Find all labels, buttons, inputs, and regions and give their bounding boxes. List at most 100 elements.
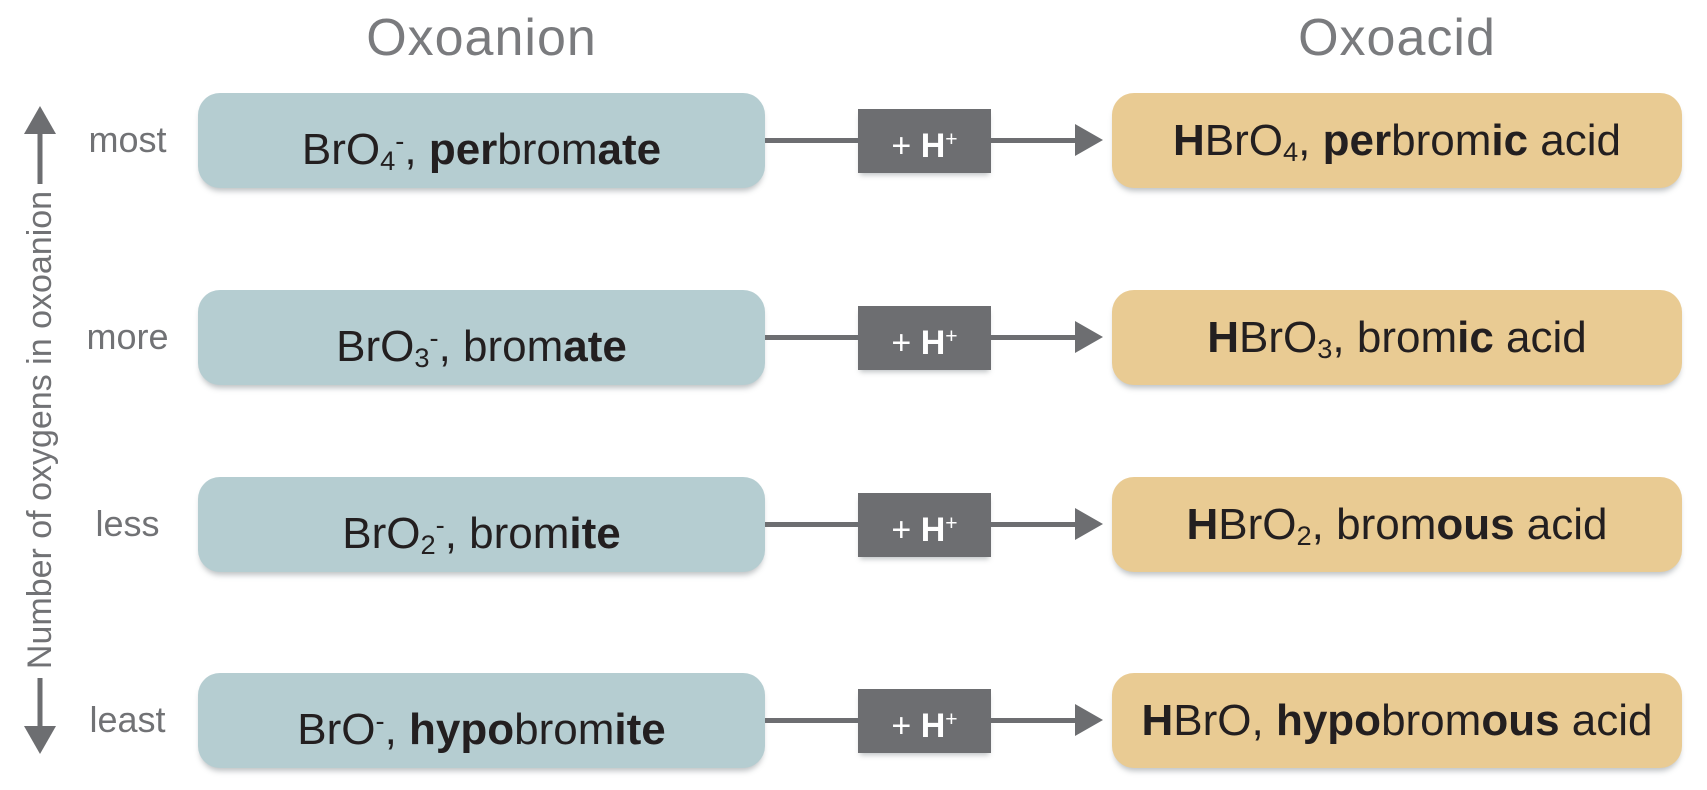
text-segment: ous xyxy=(1436,500,1515,549)
connector-line xyxy=(765,718,858,723)
text-segment: brom xyxy=(469,509,570,559)
text-segment: - xyxy=(375,705,385,736)
text-segment: , xyxy=(404,125,429,175)
diagram-row: most BrO4-, perbromate + H+ HBrO4, perbr… xyxy=(0,93,1707,188)
connector-line xyxy=(991,138,1075,143)
text-segment: ic xyxy=(1491,116,1529,165)
oxoacid-heading: Oxoacid xyxy=(1298,9,1496,67)
text-segment: per xyxy=(428,125,498,175)
oxygen-count-axis: Number of oxygens in oxoanion xyxy=(0,0,80,790)
connector-line xyxy=(991,718,1075,723)
text-segment: brom xyxy=(1336,500,1437,549)
text-segment: 3 xyxy=(1317,333,1333,364)
text-segment: brom xyxy=(1381,696,1482,745)
text-segment: , xyxy=(438,322,464,372)
text-segment: ic xyxy=(1457,313,1494,362)
text-segment: acid xyxy=(1528,116,1622,165)
text-segment: + xyxy=(945,325,958,348)
plus-h-box: + H+ xyxy=(858,689,991,753)
oxoanion-box: BrO3-, bromate xyxy=(198,290,765,385)
axis-label: Number of oxygens in oxoanion xyxy=(21,190,59,670)
text-segment: H xyxy=(1172,116,1205,165)
text-segment: BrO xyxy=(1218,500,1297,549)
text-segment: BrO xyxy=(1239,313,1318,362)
text-segment: BrO xyxy=(301,125,381,175)
text-segment: , xyxy=(1311,500,1337,549)
text-segment: 2 xyxy=(1296,520,1312,551)
text-segment: ous xyxy=(1481,696,1560,745)
plus-h-box: + H+ xyxy=(858,493,991,557)
text-segment: acid xyxy=(1514,500,1608,549)
oxoanion-box: BrO-, hypobromite xyxy=(198,673,765,768)
connector-line xyxy=(991,335,1075,340)
text-segment: brom xyxy=(463,322,564,372)
text-segment: 4 xyxy=(1283,136,1299,167)
oxoacid-box: HBrO2, bromous acid xyxy=(1112,477,1682,572)
level-label: more xyxy=(86,316,169,357)
diagram-row: more BrO3-, bromate + H+ HBrO3, bromic a… xyxy=(0,290,1707,385)
text-segment: , xyxy=(444,509,470,559)
oxoanion-heading: Oxoanion xyxy=(366,9,597,67)
text-segment: BrO xyxy=(342,509,421,559)
text-segment: , xyxy=(1251,696,1276,745)
level-label: less xyxy=(95,503,160,544)
connector-line xyxy=(991,522,1075,527)
text-segment: H xyxy=(1141,696,1174,745)
arrow-right-icon xyxy=(1075,704,1103,736)
plus-h-box: + H+ xyxy=(858,306,991,370)
text-segment: BrO xyxy=(297,705,376,755)
text-segment: H xyxy=(920,510,946,549)
text-segment: 2 xyxy=(420,529,436,561)
text-segment: brom xyxy=(1356,313,1458,362)
oxoacid-box: HBrO4, perbromic acid xyxy=(1112,93,1682,188)
text-segment: hypo xyxy=(1275,696,1382,745)
arrow-right-icon xyxy=(1075,508,1103,540)
text-segment: acid xyxy=(1493,313,1587,362)
diagram-row: less BrO2-, bromite + H+ HBrO2, bromous … xyxy=(0,477,1707,572)
text-segment: , xyxy=(384,705,410,755)
text-segment: + xyxy=(945,512,958,535)
diagram-row: least BrO-, hypobromite + H+ HBrO, hypob… xyxy=(0,673,1707,768)
text-segment: brom xyxy=(1391,116,1492,165)
axis-up-arrow-icon xyxy=(24,106,56,184)
text-segment: H xyxy=(1207,313,1239,362)
text-segment: - xyxy=(435,509,445,540)
text-segment: ite xyxy=(614,705,666,755)
text-segment: H xyxy=(920,126,946,165)
text-segment: brom xyxy=(514,705,615,755)
connector-line xyxy=(765,138,858,143)
text-segment: + xyxy=(891,126,921,165)
axis-down-arrow-icon xyxy=(24,678,56,754)
oxoacid-box: HBrO, hypobromous acid xyxy=(1112,673,1682,768)
text-segment: + xyxy=(891,510,921,549)
connector-line xyxy=(765,522,858,527)
text-segment: acid xyxy=(1559,696,1653,745)
oxoanion-box: BrO2-, bromite xyxy=(198,477,765,572)
text-segment: + xyxy=(945,708,958,731)
text-segment: ate xyxy=(563,322,627,372)
text-segment: brom xyxy=(497,125,598,175)
arrow-right-icon xyxy=(1075,321,1103,353)
connector-line xyxy=(765,335,858,340)
text-segment: ate xyxy=(597,125,662,175)
text-segment: 4 xyxy=(380,145,396,177)
text-segment: - xyxy=(395,125,405,156)
text-segment: H xyxy=(1186,500,1219,549)
text-segment: 3 xyxy=(414,342,430,374)
text-segment: + xyxy=(891,323,921,362)
text-segment: BrO xyxy=(1173,696,1252,745)
text-segment: , xyxy=(1298,116,1323,165)
text-segment: H xyxy=(920,706,946,745)
text-segment: H xyxy=(920,323,946,362)
text-segment: BrO xyxy=(1204,116,1283,165)
oxoacid-box: HBrO3, bromic acid xyxy=(1112,290,1682,385)
arrow-right-icon xyxy=(1075,124,1103,156)
text-segment: + xyxy=(945,128,958,151)
text-segment: BrO xyxy=(336,322,415,372)
text-segment: , xyxy=(1332,313,1357,362)
text-segment: per xyxy=(1322,116,1392,165)
oxoanion-box: BrO4-, perbromate xyxy=(198,93,765,188)
level-label: most xyxy=(88,119,167,160)
level-label: least xyxy=(89,699,166,740)
